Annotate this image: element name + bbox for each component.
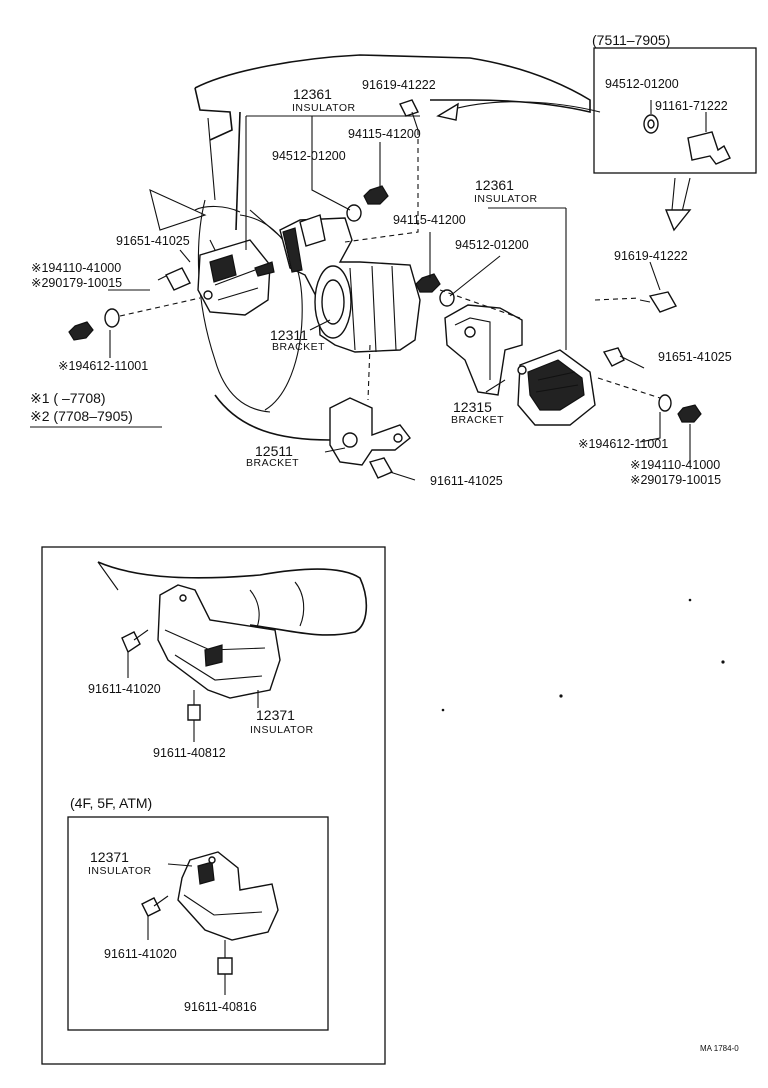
label-91161-71222-inset: 91161-71222: [655, 99, 728, 113]
label-bracket-12315: BRACKET: [451, 414, 504, 426]
lower-bolts-b: [141, 863, 233, 995]
insulator-12371-b-drawing: [177, 851, 279, 941]
label-94115-41200-upper: 94115-41200: [348, 127, 421, 141]
label-194110-41000-left: ※194110-41000: [31, 261, 121, 275]
label-91651-41025-left: 91651-41025: [116, 234, 190, 248]
label-91611-41025: 91611-41025: [430, 474, 503, 488]
label-12511: 12511: [255, 443, 293, 459]
inset-box-7511-7905: [593, 47, 757, 174]
right-bolt-nut-set: [594, 291, 702, 423]
label-290179-10015-left: ※290179-10015: [31, 276, 122, 290]
label-12371-a: 12371: [256, 707, 295, 723]
lower-box-transmission: [41, 546, 386, 1065]
label-94512-01200-upper: 94512-01200: [272, 149, 346, 163]
insulator-12371-a-drawing: [157, 584, 281, 699]
bracket-12511-drawing: [329, 344, 416, 481]
leader-lines-upper: [108, 115, 691, 464]
label-94512-01200-right: 94512-01200: [455, 238, 529, 252]
label-91611-40816: 91611-40816: [184, 1000, 257, 1014]
label-194110-41000-right: ※194110-41000: [630, 458, 720, 472]
engine-block-outline: [194, 54, 591, 441]
label-194612-11001-right: ※194612-11001: [578, 437, 668, 451]
label-insulator-12371-a: INSULATOR: [250, 724, 314, 736]
label-91619-41222-top: 91619-41222: [362, 78, 436, 92]
label-12361-upper: 12361: [293, 86, 332, 102]
label-bracket-12311: BRACKET: [272, 341, 325, 353]
bracket-12311-drawing: [279, 214, 421, 353]
arrow-indicators: [436, 101, 692, 232]
label-12315: 12315: [453, 399, 492, 415]
label-91619-41222-right: 91619-41222: [614, 249, 688, 263]
bracket-12315-drawing: [444, 304, 523, 396]
label-91651-41025-right: 91651-41025: [658, 350, 732, 364]
label-94115-41200-right: 94115-41200: [393, 213, 466, 227]
lower-bolts-a: [121, 629, 259, 742]
left-bolt-nut-set: [68, 267, 201, 341]
label-91611-41020-b: 91611-41020: [104, 947, 177, 961]
inset-hardware: [643, 100, 731, 165]
label-290179-10015-right: ※290179-10015: [630, 473, 721, 487]
label-94512-01200-inset: 94512-01200: [605, 77, 679, 91]
label-12371-b: 12371: [90, 849, 129, 865]
label-194612-11001-left: ※194612-11001: [58, 359, 148, 373]
insulator-12361-right-drawing: [517, 349, 596, 426]
label-91611-41020-a: 91611-41020: [88, 682, 161, 696]
scan-dots: [441, 598, 725, 712]
label-12311: 12311: [270, 327, 308, 343]
label-insulator-12371-b: INSULATOR: [88, 865, 152, 877]
note-1: ※1 ( –7708): [30, 390, 106, 406]
note-2: ※2 (7708–7905): [30, 408, 133, 424]
label-inset-range: (7511–7905): [592, 32, 670, 48]
variant-box-4f-5f-atm: [67, 816, 329, 1031]
label-12361-right: 12361: [475, 177, 514, 193]
variant-title: (4F, 5F, ATM): [70, 795, 152, 811]
label-insulator-upper: INSULATOR: [292, 102, 356, 114]
insulator-12361-left-drawing: [197, 239, 275, 316]
label-91611-40812: 91611-40812: [153, 746, 226, 760]
label-insulator-right: INSULATOR: [474, 193, 538, 205]
label-bracket-12511: BRACKET: [246, 457, 299, 469]
center-top-hardware: [344, 99, 521, 319]
figure-code: MA 1784-0: [700, 1044, 739, 1053]
